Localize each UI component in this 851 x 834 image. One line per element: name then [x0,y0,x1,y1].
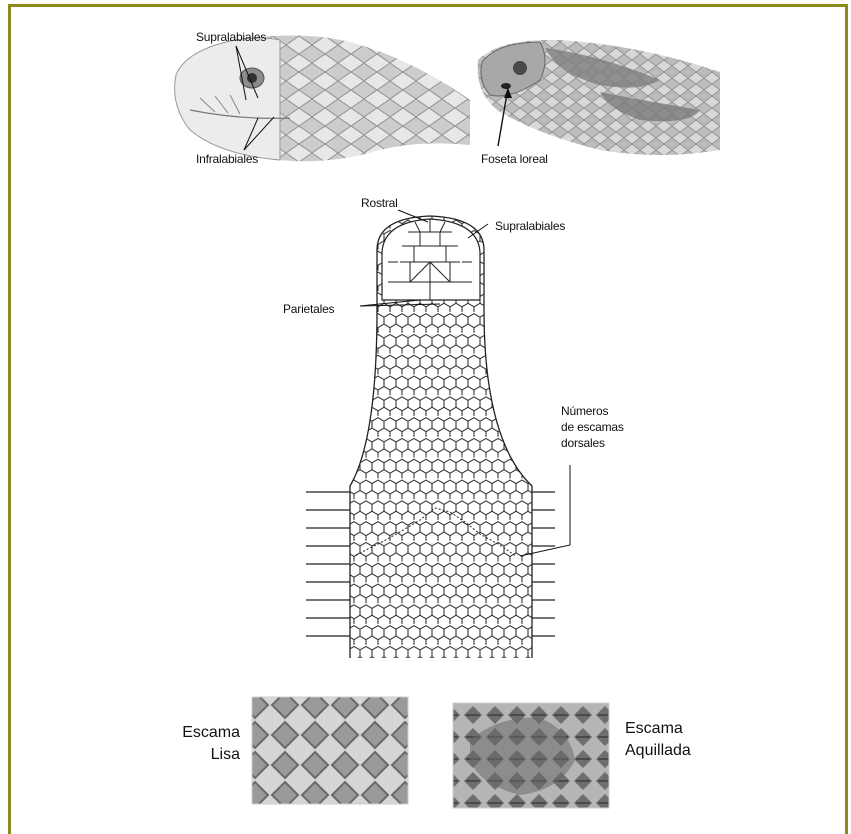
label-dorsal-count-2: de escamas [561,420,624,434]
label-dorsal-count-1: Números [561,404,608,418]
smooth-scale-photo [252,697,408,804]
label-escama-lisa-2: Lisa [150,746,240,764]
label-foseta-loreal: Foseta loreal [481,152,548,166]
label-supralabiales-center: Supralabiales [495,219,565,233]
label-escama-aquillada-2: Aquillada [625,742,691,760]
dorsal-scale-diagram [306,210,555,660]
label-dorsal-count-3: dorsales [561,436,605,450]
label-escama-aquillada-1: Escama [625,720,683,738]
snake-head-pit-photo [478,40,720,155]
label-supralabiales-top: Supralabiales [196,30,266,44]
label-parietales: Parietales [283,302,334,316]
snake-head-side-photo [175,35,470,161]
label-infralabiales: Infralabiales [196,152,258,166]
keeled-scale-photo [453,703,609,808]
label-rostral: Rostral [361,196,398,210]
label-escama-lisa-1: Escama [150,724,240,742]
